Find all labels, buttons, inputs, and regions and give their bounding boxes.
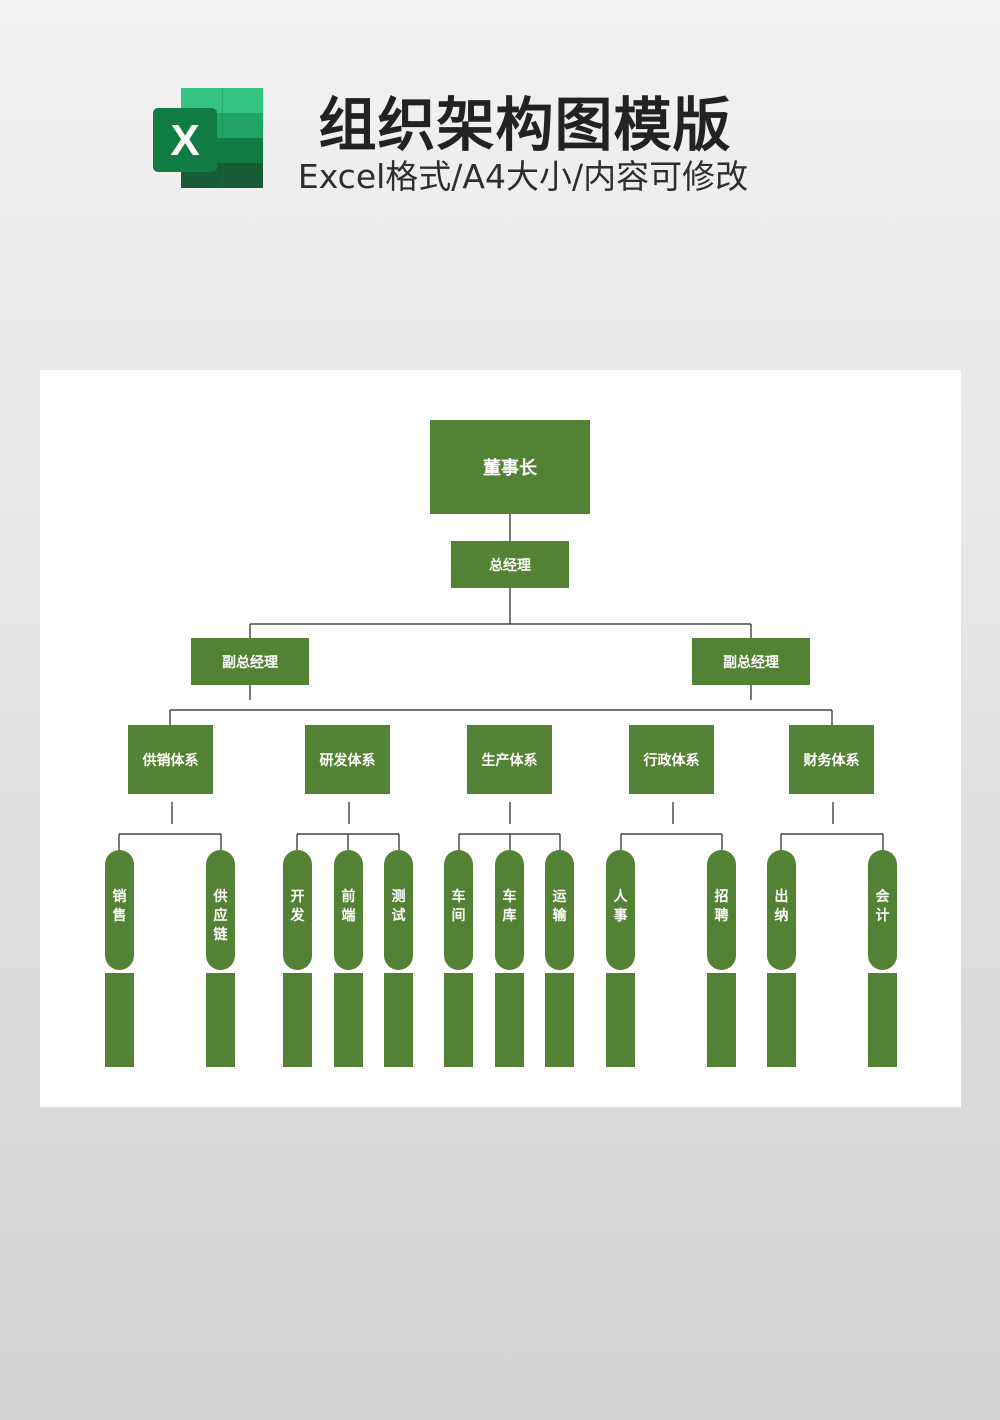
excel-logo-icon: X [153, 88, 263, 188]
dept-label-char: 车 [451, 889, 466, 905]
dept-label-char: 纳 [774, 908, 789, 924]
system-node-admin: 行政体系 [629, 725, 714, 794]
dept-detail-box [334, 973, 363, 1067]
dept-label-char: 聘 [714, 908, 729, 924]
dept-label-char: 车 [502, 889, 517, 905]
dept-label-char: 售 [112, 908, 127, 924]
dept-label-char: 库 [502, 908, 517, 924]
dept-node: 车间 [444, 850, 473, 970]
logo-letter: X [170, 116, 199, 165]
dept-label-char: 人 [613, 889, 628, 905]
dept-detail-box [545, 973, 574, 1067]
dept-label-char: 间 [451, 908, 466, 924]
dept-detail-box [707, 973, 736, 1067]
dept-node: 出纳 [767, 850, 796, 970]
page-title: 组织架构图模版 [318, 91, 732, 159]
dept-label-char: 端 [341, 908, 356, 924]
dept-node: 招聘 [707, 850, 736, 970]
system-node-finance: 财务体系 [789, 725, 874, 794]
dept-label-char: 发 [290, 908, 305, 924]
deputy-manager-node-right: 副总经理 [692, 638, 810, 685]
dept-detail-box [283, 973, 312, 1067]
dept-label-char: 出 [774, 889, 789, 905]
dept-node: 销售 [105, 850, 134, 970]
chairman-node: 董事长 [430, 420, 590, 514]
dept-detail-box [444, 973, 473, 1067]
dept-label-char: 试 [391, 908, 406, 924]
dept-label-char: 测 [391, 889, 406, 905]
dept-label-char: 计 [875, 908, 890, 924]
dept-label-char: 招 [714, 889, 729, 905]
dept-label-char: 供 [213, 889, 228, 905]
dept-label-char: 销 [112, 889, 127, 905]
deputy-manager-node-left: 副总经理 [191, 638, 309, 685]
dept-detail-box [767, 973, 796, 1067]
dept-label-char: 开 [290, 889, 305, 905]
dept-node: 运输 [545, 850, 574, 970]
dept-detail-box [384, 973, 413, 1067]
dept-node: 供应链 [206, 850, 235, 970]
dept-node: 人事 [606, 850, 635, 970]
general-manager-node: 总经理 [451, 541, 569, 588]
dept-node: 测试 [384, 850, 413, 970]
dept-detail-box [606, 973, 635, 1067]
dept-label-char: 会 [875, 889, 890, 905]
dept-node: 会计 [868, 850, 897, 970]
dept-label-char: 前 [341, 889, 356, 905]
dept-label-char: 输 [552, 908, 567, 924]
dept-label-char: 应 [213, 908, 228, 924]
dept-detail-box [105, 973, 134, 1067]
page-subtitle: Excel格式/A4大小/内容可修改 [297, 157, 749, 196]
dept-node: 车库 [495, 850, 524, 970]
dept-label-char: 链 [213, 927, 228, 943]
dept-label-char: 运 [552, 889, 567, 905]
dept-node: 前端 [334, 850, 363, 970]
org-chart: 董事长 总经理 副总经理 副总经理 供销体系 研发体系 生产体系 行政体系 财务… [40, 370, 961, 1107]
dept-detail-box [495, 973, 524, 1067]
dept-detail-box [868, 973, 897, 1067]
system-node-production: 生产体系 [467, 725, 552, 794]
dept-detail-box [206, 973, 235, 1067]
dept-node: 开发 [283, 850, 312, 970]
system-node-rnd: 研发体系 [305, 725, 390, 794]
system-node-sales: 供销体系 [128, 725, 213, 794]
connector-lines [118, 514, 884, 850]
dept-label-char: 事 [613, 908, 628, 924]
